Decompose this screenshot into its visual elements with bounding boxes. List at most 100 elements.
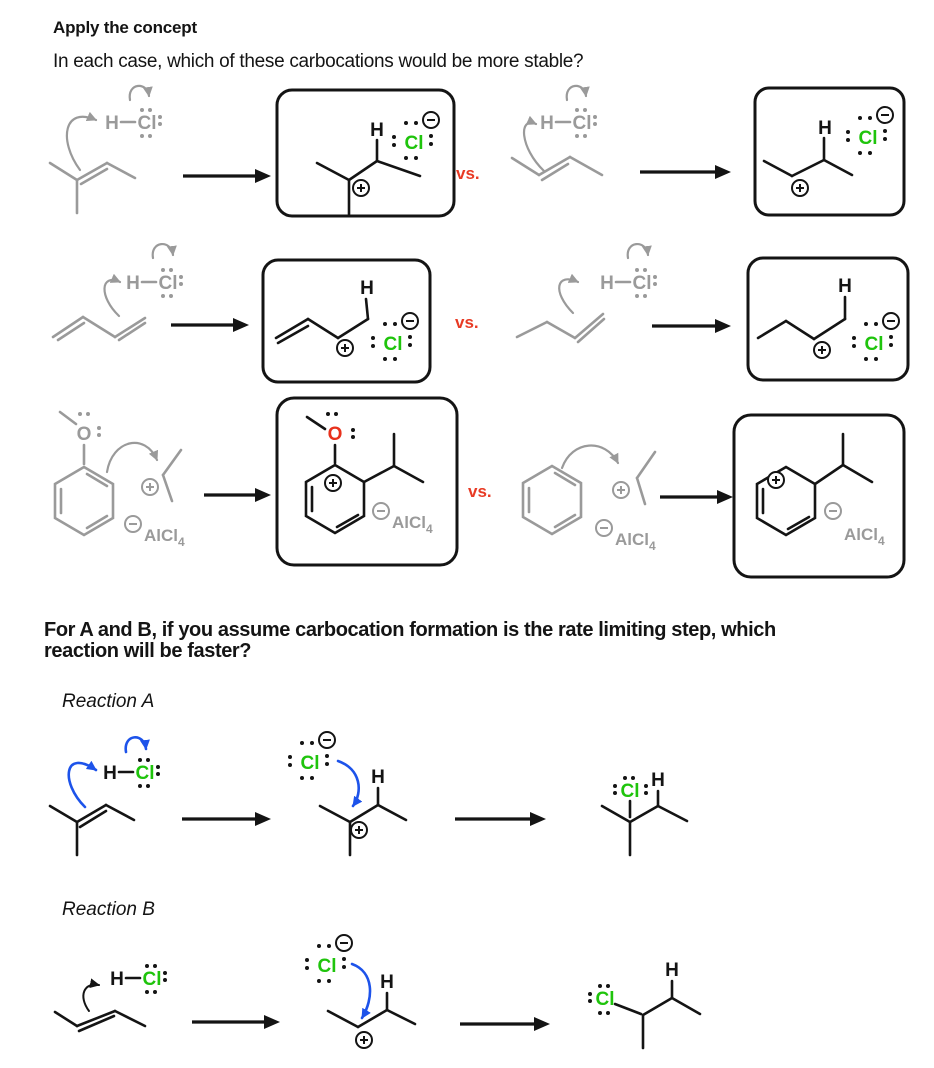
hydrogen-label: H (540, 113, 554, 134)
ring-double-bonds (310, 485, 360, 529)
minus-charge-icon (372, 502, 390, 520)
product-frame (261, 258, 432, 384)
hydrogen-label: H (126, 273, 140, 294)
row3-left-reactant: O AlCl4 (53, 410, 185, 549)
alcl4-counterion: AlCl4 (844, 525, 885, 548)
carbocation-skeleton (274, 297, 370, 345)
isopropyl-cation-skeleton (161, 448, 183, 503)
plus-charge-icon (324, 474, 342, 492)
hydrogen-label: H (110, 969, 124, 990)
chloride-anion (846, 107, 893, 155)
chlorine-label: Cl (136, 763, 155, 784)
hydrogen-label: H (818, 118, 832, 139)
curved-arrow-cl-attack (336, 759, 363, 808)
lone-pairs (635, 268, 657, 298)
row2-right-reactant: H Cl (515, 243, 657, 344)
hydrogen-label: H (600, 273, 614, 294)
alcl4-counterion: AlCl4 (615, 530, 656, 553)
curved-arrow-pi-to-h (558, 273, 580, 315)
methyl-o-bond (58, 410, 78, 426)
plus-charge-icon (813, 341, 831, 359)
alkene-skeleton (510, 155, 604, 182)
lone-pairs (588, 984, 610, 1015)
hydrogen-label: H (380, 972, 394, 993)
lone-pairs (161, 268, 183, 298)
reaction-a-label: Reaction A (62, 691, 155, 712)
minus-charge-icon (595, 519, 613, 537)
vs-label-row3: vs. (468, 482, 492, 501)
row1-left-product-box: H (275, 88, 456, 218)
chlorine-label: Cl (621, 781, 640, 802)
chlorine-label: Cl (138, 113, 157, 134)
curved-arrow-cl-attack (350, 962, 372, 1020)
curved-arrow-cl-leaving (151, 243, 177, 260)
vs-label-row1: vs. (456, 164, 480, 183)
reaction-a-product: Cl H (600, 770, 689, 857)
plus-charge-icon (791, 179, 809, 197)
hydrogen-label: H (105, 113, 119, 134)
product-frame (732, 413, 906, 579)
chloride-anion (288, 732, 335, 780)
chloride-anion (392, 112, 439, 160)
minus-charge-icon (124, 515, 142, 533)
row3-right-reactant: AlCl4 (521, 444, 657, 553)
reaction-b-label: Reaction B (62, 899, 155, 920)
ring-double-bonds (761, 487, 811, 531)
isopropyl-skeleton (362, 432, 425, 484)
plus-charge-icon (767, 471, 785, 489)
product-frame (275, 396, 459, 567)
alcl4-counterion: AlCl4 (392, 513, 433, 536)
curved-arrow-pi-to-h (67, 760, 98, 809)
alcl4-counterion: AlCl4 (144, 526, 185, 549)
reaction-a-step2: H (288, 732, 408, 857)
reaction-b-step1: H Cl (53, 964, 167, 1033)
isopropyl-skeleton (813, 432, 874, 486)
alkene-skeleton (515, 312, 606, 344)
lone-pairs (138, 758, 160, 788)
row2-left-reactant: H Cl (51, 243, 183, 342)
lone-pairs (145, 964, 167, 994)
aromatic-double-bonds (59, 472, 109, 530)
carbocation-skeleton (756, 295, 847, 341)
chlorine-label: Cl (573, 113, 592, 134)
plus-charge-icon (141, 478, 159, 496)
hydrogen-label: H (360, 278, 374, 299)
hydrogen-label: H (103, 763, 117, 784)
plus-charge-icon (355, 1031, 373, 1049)
row2-left-product-box: H (261, 258, 432, 384)
isopropyl-cation-skeleton (635, 450, 657, 506)
chlorine-label: Cl (596, 989, 615, 1010)
curved-arrow-cl-leaving (565, 84, 590, 102)
minus-charge-icon (824, 502, 842, 520)
plus-charge-icon (352, 179, 370, 197)
row1-right-product-box: H (753, 86, 906, 217)
curved-arrow-pi-to-h (82, 978, 100, 1012)
curved-arrow-pi-to-h (103, 273, 122, 318)
chloride-anion (371, 313, 418, 361)
plus-charge-icon (350, 821, 368, 839)
alkene-skeleton (53, 1009, 147, 1033)
hydrogen-label: H (665, 960, 679, 981)
question-line1: For A and B, if you assume carbocation f… (44, 619, 776, 641)
hydrogen-label: H (838, 276, 852, 297)
alkene-skeleton (48, 803, 136, 857)
carbocation-skeleton (762, 136, 854, 178)
lone-pairs (575, 108, 597, 138)
diene-skeleton (51, 315, 147, 342)
product-skeleton (600, 789, 689, 857)
reaction-a-step1: H Cl (48, 736, 160, 857)
product-frame (753, 86, 906, 217)
row1-left-reactant: H Cl (48, 84, 162, 215)
curved-arrow-ring-to-cation (105, 441, 159, 474)
carbocation-skeleton (315, 138, 422, 216)
methyl-o-bond (305, 415, 327, 431)
alkene-skeleton (48, 161, 137, 215)
curved-arrow-ring-to-cation (560, 444, 620, 470)
chloride-anion (305, 935, 352, 983)
reaction-b-step2: H (305, 935, 417, 1049)
hydrogen-label: H (370, 120, 384, 141)
lone-pairs (326, 412, 355, 439)
lone-pairs (140, 108, 162, 138)
